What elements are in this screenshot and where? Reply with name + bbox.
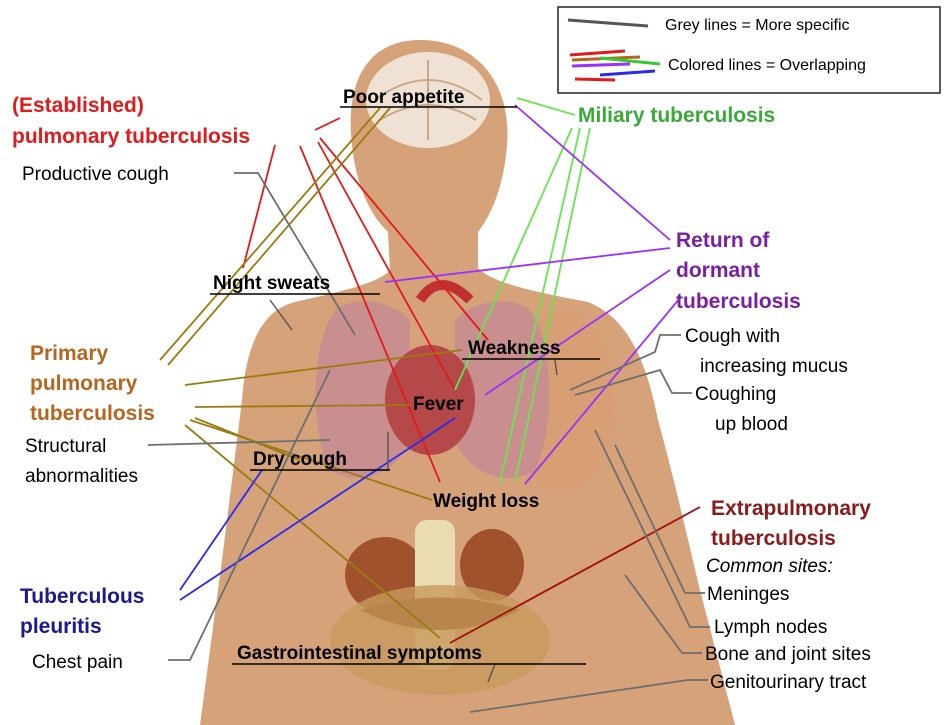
return-dormant-tb-label: Return of dormant tuberculosis: [676, 229, 801, 313]
coughing-up-blood-label: Coughing up blood: [695, 384, 788, 435]
poor-appetite-label: Poor appetite: [343, 87, 464, 108]
legend: Grey lines = More specific Colored lines…: [558, 7, 940, 93]
return-dormant-tb-line-1: Return of: [676, 229, 770, 252]
lymph-nodes-label: Lymph nodes: [714, 617, 827, 638]
primary-tb-line-1: Primary: [30, 342, 109, 365]
bone-and-joint-sites-label: Bone and joint sites: [705, 644, 871, 665]
primary-tb-label: Primary pulmonary tuberculosis: [30, 342, 155, 425]
return-dormant-tb-line-3: tuberculosis: [676, 290, 801, 313]
line-established-to-night-sweats: [243, 145, 275, 268]
primary-tb-line-2: pulmonary: [30, 372, 138, 395]
line-established-to-poor-appetite: [315, 118, 340, 130]
structural-abnormalities-line-2: abnormalities: [25, 466, 138, 487]
productive-cough-label: Productive cough: [22, 164, 169, 185]
dry-cough-label: Dry cough: [253, 449, 347, 470]
weight-loss-label: Weight loss: [433, 491, 539, 512]
extrapulmonary-tb-label: Extrapulmonary tuberculosis: [711, 497, 877, 550]
chest-pain-label: Chest pain: [32, 652, 123, 673]
common-sites-label: Common sites:: [706, 556, 833, 577]
primary-tb-line-3: tuberculosis: [30, 402, 155, 425]
night-sweats-label: Night sweats: [213, 273, 330, 294]
structural-abnormalities-line-1: Structural: [25, 436, 106, 457]
legend-colored-label: Colored lines = Overlapping: [668, 57, 866, 74]
return-dormant-tb-line-2: dormant: [676, 259, 760, 282]
cough-with-increasing-mucus-label: Cough with increasing mucus: [685, 326, 848, 377]
cough-mucus-line-2: increasing mucus: [700, 356, 848, 377]
legend-grey-label: Grey lines = More specific: [665, 17, 850, 34]
cough-mucus-line-1: Cough with: [685, 326, 780, 347]
meninges-label: Meninges: [707, 584, 789, 605]
weakness-label: Weakness: [468, 338, 561, 359]
established-tb-label: (Established) pulmonary tuberculosis: [12, 94, 250, 148]
tuberculous-pleuritis-label: Tuberculous pleuritis: [20, 585, 150, 638]
genitourinary-tract-label: Genitourinary tract: [710, 672, 867, 693]
tuberculous-pleuritis-line-1: Tuberculous: [20, 585, 144, 608]
tuberculous-pleuritis-line-2: pleuritis: [20, 615, 102, 638]
coughing-blood-line-1: Coughing: [695, 384, 776, 405]
fever-label: Fever: [413, 394, 464, 415]
extrapulmonary-tb-line-1: Extrapulmonary: [711, 497, 871, 520]
extrapulmonary-tb-line-2: tuberculosis: [711, 527, 836, 550]
coughing-blood-line-2: up blood: [715, 414, 788, 435]
line-miliary-to-poor-appetite: [517, 98, 575, 115]
miliary-tb-label: Miliary tuberculosis: [578, 104, 775, 127]
gastrointestinal-symptoms-label: Gastrointestinal symptoms: [237, 643, 482, 664]
established-tb-line-1: (Established): [12, 94, 144, 117]
established-tb-line-2: pulmonary tuberculosis: [12, 125, 250, 148]
structural-abnormalities-label: Structural abnormalities: [25, 436, 138, 487]
